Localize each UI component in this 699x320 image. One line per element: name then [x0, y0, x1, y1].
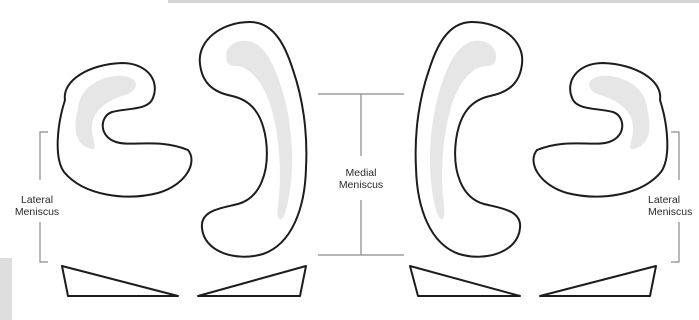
left-medial-meniscus-top [200, 22, 307, 257]
top-frame-bar [168, 0, 699, 3]
medial-meniscus-label: Medial Meniscus [326, 167, 396, 191]
left-frame-bar [0, 258, 12, 320]
lateral-meniscus-label-right: Lateral Meniscus [648, 194, 699, 218]
left-lateral-meniscus-top [58, 63, 192, 197]
right-lateral-cross-section [540, 266, 656, 296]
right-lateral-meniscus-top [534, 63, 668, 197]
left-medial-cross-section [198, 266, 306, 296]
right-medial-cross-section [410, 266, 520, 296]
right-medial-meniscus-top [416, 22, 523, 257]
lateral-meniscus-label-left: Lateral Meniscus [2, 194, 72, 218]
left-lateral-cross-section [62, 266, 178, 296]
